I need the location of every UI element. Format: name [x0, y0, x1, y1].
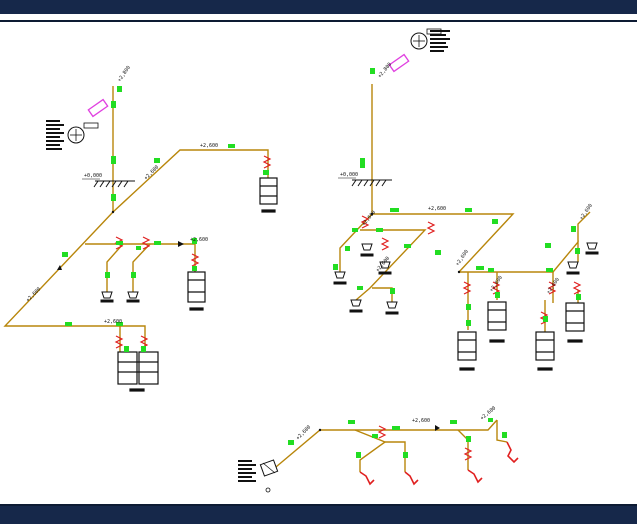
unit-right-1: [457, 331, 477, 371]
elevation-labels: +2,800 +0,000 +2,600 +2,600 +2,600 +2,60…: [25, 62, 594, 442]
bottom-drop-pipe-4: [496, 420, 508, 443]
elev-label: +2,600: [455, 249, 470, 267]
right-drop-pipe-2: [372, 287, 393, 302]
elev-label: +0,000: [84, 173, 102, 179]
drawing-sheet: [0, 20, 637, 506]
right-lower-branch-pipe: [459, 271, 554, 303]
flow-arrows: [57, 241, 440, 431]
valves: [114, 155, 582, 461]
bottom-drop-pipe-2: [385, 441, 406, 472]
right-drop-pipe-1: [339, 213, 373, 272]
elev-label: +2,600: [412, 418, 430, 424]
left-duct-fitting: [87, 98, 109, 118]
elev-label: +2,600: [428, 206, 446, 212]
elev-label: +2,600: [25, 286, 42, 303]
green-markers: [62, 68, 581, 458]
elev-label: +2,600: [579, 203, 594, 221]
left-system: [3, 86, 269, 352]
sprinkler-heads: [100, 242, 599, 315]
left-pump: [46, 98, 109, 150]
bottom-main-pipe: [269, 419, 498, 473]
elev-label: +2,600: [361, 210, 377, 228]
elev-label: +2,600: [190, 237, 208, 243]
right-inner-branch-pipe: [355, 229, 427, 301]
bottom-drop-pipe-1: [354, 429, 387, 472]
bottom-fixture-hooks: [359, 441, 519, 486]
elev-label: +2,600: [200, 143, 218, 149]
right-upper-loop-pipe: [372, 213, 515, 273]
left-ground-symbol: [93, 180, 135, 188]
right-pump: [388, 28, 450, 73]
left-drop-pipe-1: [106, 243, 124, 292]
left-lower-loop-pipe: [3, 211, 146, 352]
elev-label: +0,000: [340, 172, 358, 178]
unit-left-middle: [187, 271, 206, 311]
right-duct-fitting: [388, 53, 410, 73]
unit-right-3: [535, 331, 555, 371]
left-drop-pipe-2: [132, 243, 151, 292]
right-top-stub-pipe: [577, 211, 591, 242]
elev-label: +2,600: [143, 164, 160, 181]
unit-left-top: [259, 177, 278, 213]
bottom-pump: [238, 459, 279, 493]
elev-label: +2,600: [104, 319, 122, 325]
right-ground-symbol: [351, 179, 392, 187]
unit-right-4: [565, 302, 585, 343]
equipment-units: [117, 177, 585, 392]
elev-label: +2,800: [377, 62, 393, 80]
unit-right-2: [487, 301, 507, 343]
elev-label: +2,800: [117, 65, 132, 83]
junction-dots: [111, 210, 461, 432]
unit-left-bottom-pair: [117, 351, 159, 392]
left-upper-branch-pipe: [112, 149, 269, 213]
